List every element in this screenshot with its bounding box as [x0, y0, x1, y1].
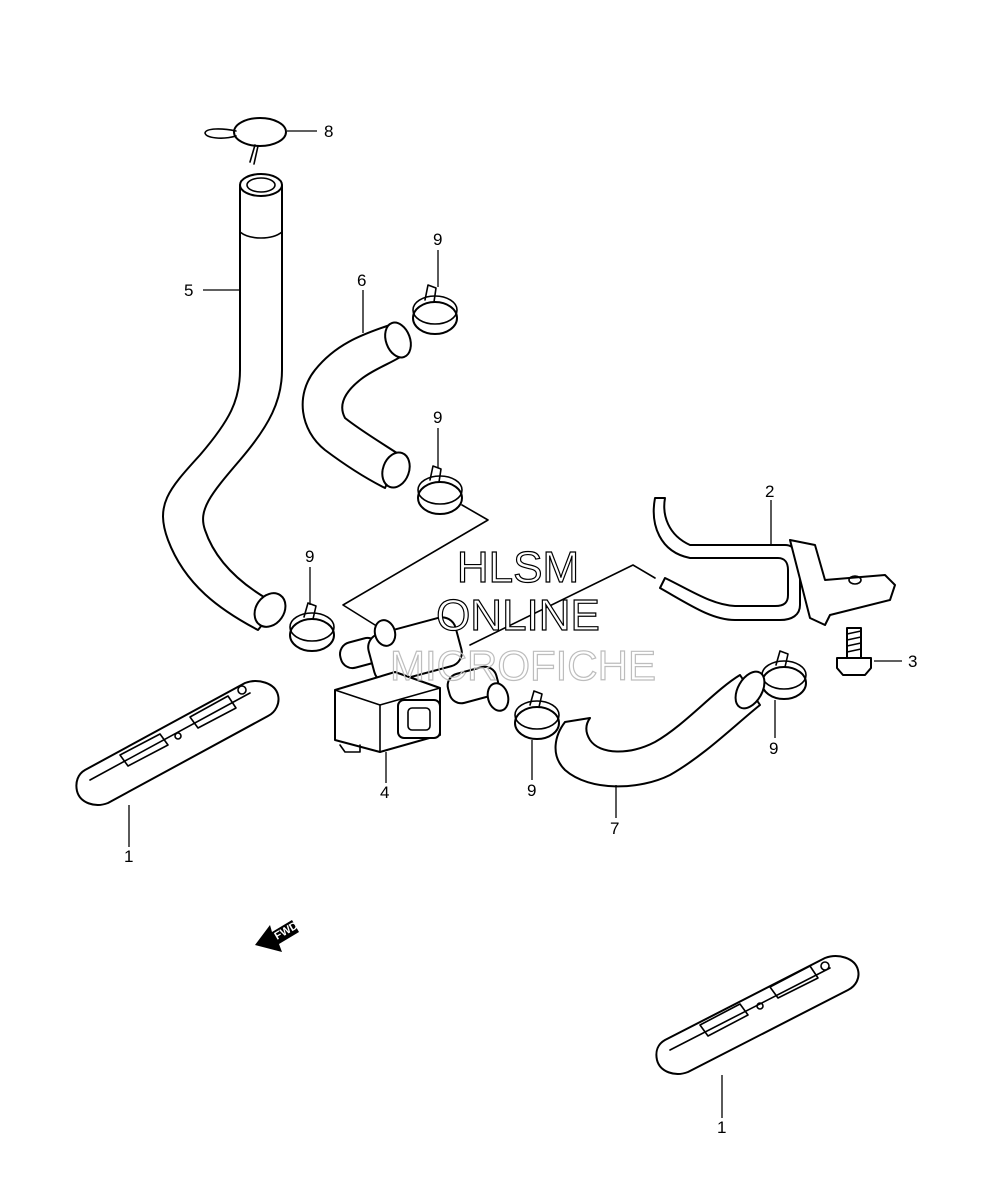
part-9-clamp-c[interactable] [289, 602, 335, 652]
callout-6: 6 [357, 271, 366, 290]
fwd-arrow-icon: FWD [255, 920, 300, 952]
part-9-clamp-e[interactable] [761, 650, 807, 700]
part-3-bolt[interactable] [836, 627, 872, 676]
callout-9: 9 [433, 230, 442, 249]
watermark-line-3: MICROFICHE [390, 642, 656, 689]
part-4-valve[interactable] [334, 614, 511, 753]
leader-lines [128, 130, 902, 1118]
callout-3: 3 [908, 652, 917, 671]
callout-1: 1 [124, 847, 133, 866]
part-9-clamp-a[interactable] [412, 284, 458, 335]
watermark-line-1: HLSM [457, 543, 579, 592]
callout-4: 4 [380, 783, 389, 802]
part-1-plate-left[interactable] [75, 680, 280, 806]
callout-1: 1 [717, 1118, 726, 1137]
part-9-clamp-d[interactable] [514, 690, 560, 740]
callout-5: 5 [184, 281, 193, 300]
part-2-pipe-bracket[interactable] [652, 497, 896, 626]
callout-9: 9 [527, 781, 536, 800]
callout-2: 2 [765, 482, 774, 501]
callout-8: 8 [324, 122, 333, 141]
part-7-hose[interactable] [554, 667, 771, 788]
part-6-hose[interactable] [301, 319, 416, 491]
callout-9: 9 [769, 739, 778, 758]
assembly-line [342, 504, 489, 626]
watermark-line-2: ONLINE [436, 591, 600, 640]
callout-7: 7 [610, 819, 619, 838]
part-9-clamp-b[interactable] [417, 465, 463, 515]
callout-9: 9 [433, 408, 442, 427]
part-1-plate-right[interactable] [655, 955, 860, 1075]
part-5-hose[interactable] [162, 173, 292, 633]
watermark: HLSM ONLINE MICROFICHE [389, 542, 656, 689]
callout-9: 9 [305, 547, 314, 566]
part-8-clip[interactable] [204, 117, 287, 165]
assembly-line [469, 564, 656, 646]
